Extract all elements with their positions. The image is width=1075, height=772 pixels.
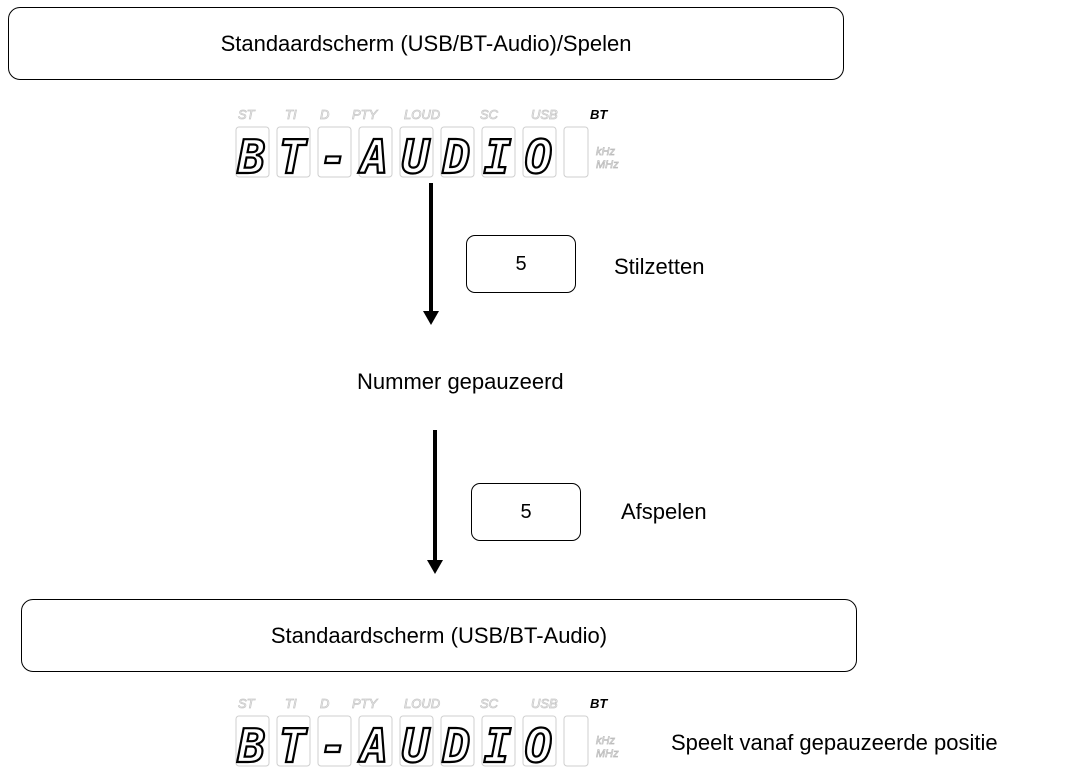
lcd-bottom-cell-blank (563, 715, 589, 767)
bottom-screen-box: Standaardscherm (USB/BT-Audio) (21, 599, 857, 672)
lcd-top-cell-bg (440, 126, 475, 178)
lcd-bottom-cell-bg (481, 715, 516, 767)
lcd-top-cell-bg (522, 126, 557, 178)
lcd-bottom-indicator-ti: TI (285, 696, 297, 711)
result-text: Speelt vanaf gepauzeerde positie (671, 730, 998, 755)
lcd-top-char: A (358, 130, 389, 183)
lcd-bottom-indicator-d: D (320, 696, 329, 711)
lcd-bottom-indicator-loud: LOUD (404, 696, 440, 711)
button-5-stop: 5 (466, 235, 576, 293)
lcd-top-indicator-d: D (320, 107, 329, 122)
lcd-bottom-indicator-st: ST (238, 696, 256, 711)
lcd-bottom-cell-bg (235, 715, 270, 767)
lcd-top-char: I (484, 130, 512, 183)
lcd-top-indicator-bt: BT (590, 107, 608, 122)
lcd-top-indicator-loud: LOUD (404, 107, 440, 122)
lcd-bottom-char: A (358, 719, 389, 772)
lcd-bottom-cell-bg (440, 715, 475, 767)
lcd-bottom-char: B (237, 719, 266, 772)
action-stilzetten: Stilzetten (614, 254, 705, 279)
lcd-top-cell-bg (235, 126, 270, 178)
lcd-top-char: B (237, 130, 266, 183)
flow-arrow-2 (427, 430, 443, 574)
button-5-play-label: 5 (520, 500, 532, 523)
lcd-top-cell-bg (358, 126, 393, 178)
lcd-bottom-char: T (279, 719, 308, 772)
lcd-top-unit-khz: kHz (596, 146, 615, 158)
lcd-top-cell-bg (481, 126, 516, 178)
top-screen-box: Standaardscherm (USB/BT-Audio)/Spelen (8, 7, 844, 80)
lcd-top-cell-bg (399, 126, 434, 178)
lcd-top-unit-mhz: MHz (596, 159, 619, 171)
lcd-bottom-char: - (320, 719, 348, 772)
lcd-bottom-indicator-sc: SC (480, 696, 499, 711)
lcd-bottom-unit-khz: kHz (596, 735, 615, 747)
lcd-top-cell-blank (563, 126, 589, 178)
lcd-bottom-cell-bg (399, 715, 434, 767)
lcd-top-char: - (320, 130, 348, 183)
lcd-bottom-cell-bg (358, 715, 393, 767)
lcd-top-char: D (442, 130, 471, 183)
lcd-bottom-char: U (402, 719, 431, 772)
lcd-top-indicator-sc: SC (480, 107, 499, 122)
flow-arrow-1 (423, 183, 439, 325)
lcd-bottom-cell-bg (317, 715, 352, 767)
lcd-top-indicator-st: ST (238, 107, 256, 122)
lcd-top-indicator-pty: PTY (352, 107, 379, 122)
lcd-bottom-cell-bg (522, 715, 557, 767)
action-afspelen: Afspelen (621, 499, 707, 524)
button-5-stop-label: 5 (515, 252, 527, 275)
lcd-bottom-char: I (484, 719, 512, 772)
lcd-bottom-char: D (442, 719, 471, 772)
bottom-screen-label: Standaardscherm (USB/BT-Audio) (270, 622, 608, 648)
lcd-top-indicator-usb: USB (531, 107, 558, 122)
top-screen-label: Standaardscherm (USB/BT-Audio)/Spelen (220, 30, 632, 56)
lcd-bottom-indicator-usb: USB (531, 696, 558, 711)
lcd-top-char: T (279, 130, 308, 183)
lcd-top-char: O (525, 130, 553, 183)
lcd-bottom-indicator-bt: BT (590, 696, 608, 711)
lcd-bottom-char: O (525, 719, 553, 772)
lcd-bottom-indicator-pty: PTY (352, 696, 379, 711)
lcd-top-cell-bg (317, 126, 352, 178)
lcd-bottom-cell-bg (276, 715, 311, 767)
button-5-play: 5 (471, 483, 581, 541)
state-paused: Nummer gepauzeerd (357, 369, 564, 394)
lcd-bottom-unit-mhz: MHz (596, 748, 619, 760)
lcd-top-indicator-ti: TI (285, 107, 297, 122)
lcd-top-char: U (402, 130, 431, 183)
lcd-top-cell-bg (276, 126, 311, 178)
